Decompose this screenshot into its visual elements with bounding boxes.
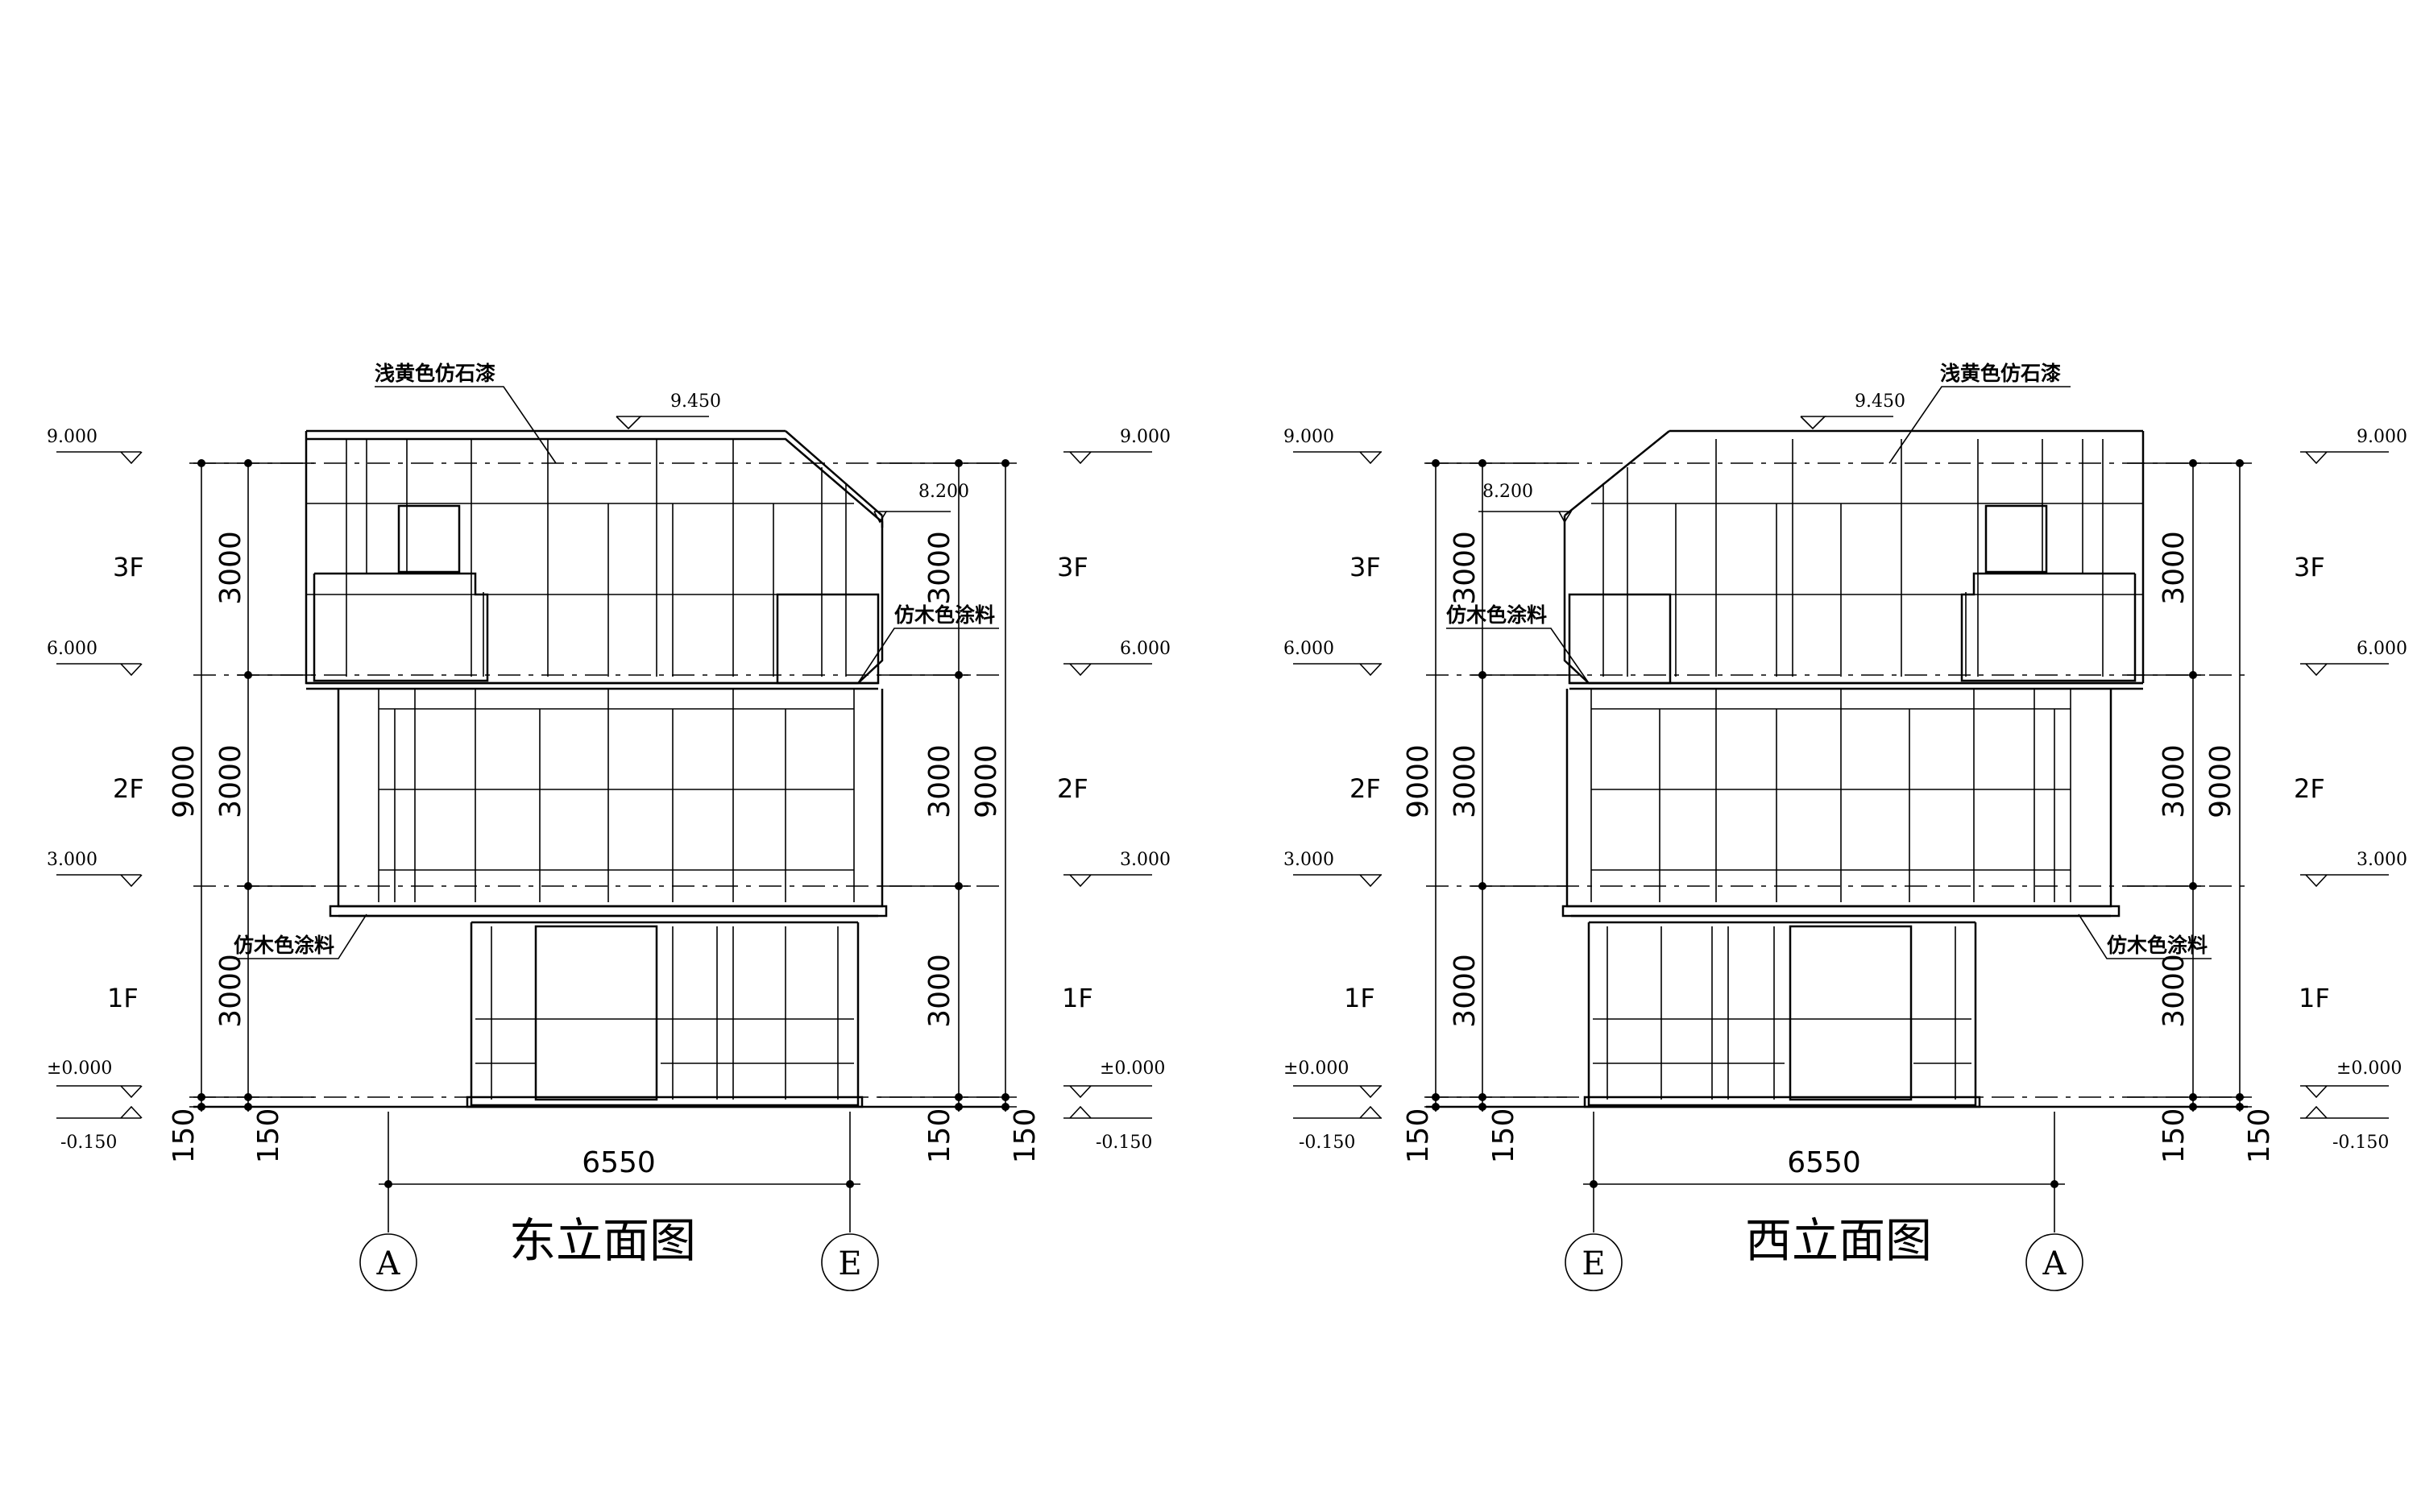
level-label: 9.000 (1120, 427, 1171, 447)
floor-label: 1F (107, 983, 139, 1013)
dimension-text: 3000 (214, 954, 247, 1028)
axis-label: E (1582, 1245, 1605, 1282)
dimension-text: 9000 (168, 744, 201, 818)
dimension-text: 150 (1402, 1108, 1435, 1164)
floor-label: 1F (2299, 983, 2330, 1013)
east-right-dimensions: 3000 3000 3000 9000 150 150 (878, 459, 1042, 1163)
dimension-text: 6550 (1787, 1146, 1861, 1179)
dimension-text: 3000 (923, 744, 956, 818)
floor-label: 3F (113, 552, 144, 582)
east-elevation: 9.000 6.000 3.000 ±0.000 -0.150 3F 2F 1F (47, 362, 1171, 1291)
dimension-text: 150 (1487, 1108, 1520, 1164)
axis-label: A (376, 1245, 401, 1282)
level-label: 9.000 (47, 427, 97, 447)
west-elevation: 9.000 6.000 3.000 ±0.000 -0.150 3F 2F 1F (1283, 362, 2407, 1291)
floor-label: 3F (1057, 552, 1088, 582)
level-label: ±0.000 (1100, 1058, 1165, 1079)
dimension-text: 3000 (923, 531, 956, 605)
material-note: 仿木色涂料 (2107, 934, 2208, 957)
material-note: 仿木色涂料 (1446, 603, 1547, 627)
floor-label: 2F (113, 773, 144, 804)
west-left-dimensions: 3000 3000 3000 9000 150 150 (1402, 459, 1567, 1163)
dimension-text: 150 (923, 1108, 956, 1164)
axis-bubble (821, 1233, 879, 1291)
dimension-text: 150 (1009, 1108, 1042, 1164)
level-label: ±0.000 (47, 1058, 112, 1079)
dimension-text: 3000 (214, 744, 247, 818)
material-note: 浅黄色仿石漆 (1940, 362, 2061, 385)
level-label: 3.000 (1120, 850, 1171, 870)
west-building-facade (1561, 429, 2145, 1108)
dimension-text: 6550 (582, 1146, 656, 1179)
level-label: 6.000 (1120, 639, 1171, 659)
level-label: 8.200 (1482, 482, 1533, 502)
level-label: -0.150 (2332, 1133, 2389, 1153)
east-left-dimensions: 3000 3000 3000 9000 150 150 (168, 459, 314, 1163)
axis-bubble (1565, 1233, 1623, 1291)
dimension-text: 3000 (214, 531, 247, 605)
dimension-text: 150 (2158, 1108, 2191, 1164)
level-label: 9.000 (1283, 427, 1334, 447)
dimension-text: 9000 (1402, 744, 1435, 818)
level-label: 3.000 (2357, 850, 2407, 870)
dimension-text: 150 (2243, 1108, 2276, 1164)
level-label: 6.000 (1283, 639, 1334, 659)
axis-bubble (359, 1233, 417, 1291)
floor-label: 3F (1349, 552, 1381, 582)
level-label: 6.000 (2357, 639, 2407, 659)
floor-label: 2F (1349, 773, 1381, 804)
level-label: 8.200 (918, 482, 969, 502)
level-label: ±0.000 (1283, 1058, 1349, 1079)
floor-label: 1F (1062, 983, 1093, 1013)
level-label: -0.150 (1299, 1133, 1355, 1153)
west-right-dimensions: 3000 3000 3000 9000 150 150 (2127, 459, 2276, 1163)
west-axis-dimension: 6550 E A 西立面图 (1565, 1112, 2083, 1291)
east-axis-dimension: 6550 A E 东立面图 (359, 1112, 879, 1291)
floor-label: 2F (1057, 773, 1088, 804)
west-right-level-markers: 9.000 6.000 3.000 ±0.000 -0.150 3F 2F 1F (2294, 427, 2407, 1153)
east-left-level-markers: 9.000 6.000 3.000 ±0.000 -0.150 3F 2F 1F (47, 427, 144, 1153)
east-annotations: 浅黄色仿石漆 9.450 8.200 仿木色涂料 仿木色涂料 (234, 362, 999, 959)
level-label: 9.450 (670, 391, 721, 412)
material-note: 浅黄色仿石漆 (375, 362, 495, 385)
floor-label: 1F (1344, 983, 1375, 1013)
drawing-title: 东立面图 (509, 1213, 696, 1268)
dimension-text: 3000 (923, 954, 956, 1028)
axis-bubble (2025, 1233, 2083, 1291)
drawing-title: 西立面图 (1745, 1213, 1932, 1268)
west-annotations: 浅黄色仿石漆 9.450 8.200 仿木色涂料 仿木色涂料 (1446, 362, 2212, 959)
level-label: ±0.000 (2336, 1058, 2402, 1079)
level-label: -0.150 (1096, 1133, 1152, 1153)
dimension-text: 9000 (970, 744, 1003, 818)
east-right-level-markers: 9.000 6.000 3.000 ±0.000 -0.150 3F 2F 1F (1057, 427, 1171, 1153)
dimension-text: 3000 (2158, 954, 2191, 1028)
west-left-level-markers: 9.000 6.000 3.000 ±0.000 -0.150 3F 2F 1F (1283, 427, 1382, 1153)
material-note: 仿木色涂料 (894, 603, 995, 627)
dimension-text: 3000 (1449, 744, 1482, 818)
dimension-text: 3000 (1449, 531, 1482, 605)
axis-label: E (838, 1245, 861, 1282)
floor-label: 2F (2294, 773, 2325, 804)
level-label: 3.000 (1283, 850, 1334, 870)
level-label: 9.000 (2357, 427, 2407, 447)
axis-label: A (2042, 1245, 2067, 1282)
level-label: 6.000 (47, 639, 97, 659)
material-note: 仿木色涂料 (234, 934, 334, 957)
dimension-text: 3000 (2158, 531, 2191, 605)
dimension-text: 3000 (1449, 954, 1482, 1028)
level-label: -0.150 (60, 1133, 117, 1153)
dimension-text: 150 (168, 1108, 201, 1164)
dimension-text: 3000 (2158, 744, 2191, 818)
level-label: 9.450 (1855, 391, 1905, 412)
east-building-facade (305, 429, 888, 1108)
level-label: 3.000 (47, 850, 97, 870)
dimension-text: 9000 (2204, 744, 2237, 818)
dimension-text: 150 (252, 1108, 285, 1164)
floor-label: 3F (2294, 552, 2325, 582)
